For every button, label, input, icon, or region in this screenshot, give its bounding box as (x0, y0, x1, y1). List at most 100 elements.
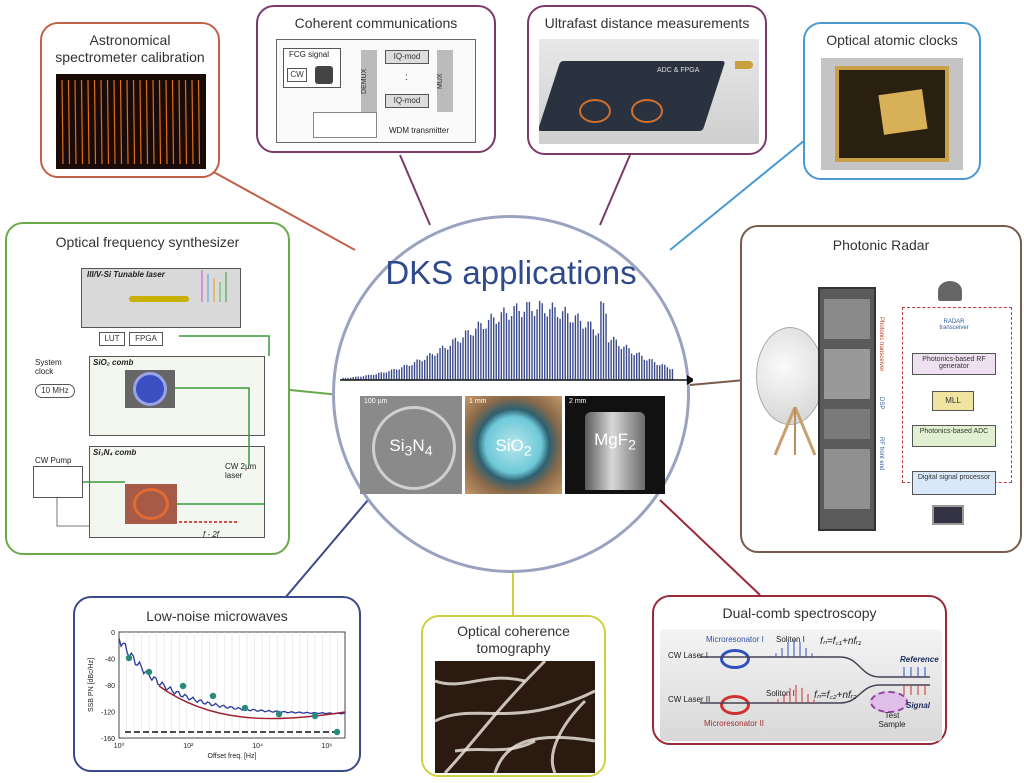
astro-line (132, 79, 136, 165)
y-axis-label: SSB PN [dBc/Hz] (88, 658, 95, 712)
astro-line (80, 79, 84, 165)
connector-ultrafast (599, 154, 631, 226)
panel-ultrafast: Ultrafast distance measurements ADC & FP… (527, 5, 767, 155)
synth-cwpump-label: CW Pump (35, 456, 72, 465)
astro-line (106, 79, 110, 165)
connector-clocks (669, 139, 806, 251)
connector-coherent (399, 154, 431, 226)
dualcomb-mr1: Microresonator I (706, 635, 764, 644)
coherent-wdm-label: WDM transmitter (389, 126, 449, 135)
dualcomb-f1: fₙ=f꜀₁+nfᵣ₁ (820, 636, 862, 647)
noise-marker (145, 668, 153, 676)
radar-side-photonic: Photonic transceiver (878, 317, 884, 372)
synth-diagram: III/V-Si Tunable laser LUT FPGA System c… (29, 266, 273, 546)
noise-marker (275, 710, 283, 718)
astro-line (158, 79, 162, 165)
astro-line (171, 79, 175, 165)
noise-marker (179, 682, 187, 690)
oct-vessel (435, 676, 526, 686)
y-tick-label: -40 (105, 657, 115, 664)
sample-sio2-label: SiO2 (495, 436, 532, 460)
dualcomb-sol1: Soliton I (776, 635, 805, 644)
dualcomb-diagram: CW Laser I Microresonator I Soliton I fₙ… (660, 629, 942, 741)
noise-marker (311, 712, 319, 720)
oct-vessel (550, 699, 587, 773)
radar-rack (818, 287, 876, 531)
synth-sio2-box (89, 356, 265, 436)
sample-si3n4-scale: 100 µm (364, 398, 388, 405)
astro-spectrum-image (56, 74, 206, 169)
oct-image (435, 661, 595, 773)
dualcomb-waveguides (700, 639, 930, 704)
oct-vessel (435, 689, 595, 723)
x-axis-label: Offset freq. [Hz] (208, 753, 257, 760)
oct-vessel (493, 735, 595, 773)
sample-mgf2: 2 mm MgF2 (565, 396, 665, 494)
astro-line (100, 79, 103, 165)
coherent-iqmod-1: IQ-mod (385, 50, 429, 64)
astro-line (87, 79, 90, 165)
coherent-fcg-label: FCG signal (289, 50, 330, 59)
panel-astro: Astronomical spectrometer calibration (40, 22, 220, 178)
astro-line (119, 79, 123, 165)
panel-dualcomb-title: Dual-comb spectroscopy (722, 605, 877, 621)
connector-radar (689, 379, 746, 386)
coherent-dots: : (405, 72, 408, 83)
x-tick-label: 10² (183, 743, 194, 750)
sample-mgf2-scale: 2 mm (569, 398, 587, 405)
sample-sio2: 1 mm SiO2 (465, 396, 562, 494)
astro-line (178, 79, 181, 165)
y-tick-label: 0 (111, 630, 115, 637)
coherent-diagram: FCG signal CW DEMUX IQ-mod : IQ-mod MUX … (276, 39, 476, 143)
synth-f2f-label: f - 2f (203, 530, 220, 539)
radar-side-rf: RF front end (878, 437, 884, 471)
coherent-laser-icon (315, 66, 333, 84)
x-tick-label: 10⁴ (252, 743, 263, 750)
synth-laser-label: III/V-Si Tunable laser (87, 270, 165, 279)
sample-si3n4-label: Si3N4 (389, 436, 433, 460)
astro-line (126, 79, 129, 165)
coherent-cw-label: CW (287, 68, 307, 82)
ultrafast-bullet (735, 61, 753, 69)
synth-sio2-label: SiO₂ comb (93, 358, 134, 367)
synth-si3n4-label: Si₃N₄ comb (93, 448, 137, 457)
coherent-demux: DEMUX (361, 50, 377, 112)
panel-coherent-title: Coherent communications (294, 15, 458, 31)
comb-spectrum (340, 300, 693, 385)
y-tick-label: -120 (101, 710, 115, 717)
panel-microwave-title: Low-noise microwaves (146, 608, 288, 624)
astro-line (74, 79, 77, 165)
synth-lut: LUT (99, 332, 125, 346)
panel-coherent: Coherent communications FCG signal CW DE… (256, 5, 496, 153)
panel-synth-title: Optical frequency synthesizer (55, 234, 240, 250)
panel-astro-title: Astronomical spectrometer calibration (55, 32, 205, 65)
radar-antenna-icon (938, 281, 962, 301)
synth-wiring (56, 335, 270, 527)
synth-10mhz: 10 MHz (35, 384, 75, 398)
coherent-comb-inset (313, 112, 377, 138)
radar-computer-icon (932, 505, 964, 525)
astro-line (61, 79, 64, 165)
dualcomb-ref: Reference (900, 655, 939, 664)
sample-mgf2-label: MgF2 (594, 430, 636, 454)
oct-vessel (454, 739, 536, 753)
dualcomb-sample-label: Test Sample (878, 711, 906, 729)
sample-sio2-scale: 1 mm (469, 398, 487, 405)
synth-fpga: FPGA (129, 332, 163, 346)
synth-cwpump-box (33, 466, 83, 498)
synth-comb-lines (201, 270, 227, 302)
astro-line (113, 79, 116, 165)
astro-line (67, 79, 71, 165)
comb-axis-arrow (687, 375, 693, 385)
radar-side-dsp: DSP (878, 397, 884, 410)
coherent-iqmod-2: IQ-mod (385, 94, 429, 108)
radar-transceiver-label: RADAR transceiver (939, 319, 969, 331)
panel-radar-title: Photonic Radar (832, 237, 930, 253)
ultrafast-image: ADC & FPGA (539, 39, 759, 144)
panel-clocks-title: Optical atomic clocks (826, 32, 958, 48)
y-tick-label: -80 (105, 683, 115, 690)
dualcomb-sol2: Soliton II (766, 689, 798, 698)
noise-curve-blue (118, 637, 346, 715)
